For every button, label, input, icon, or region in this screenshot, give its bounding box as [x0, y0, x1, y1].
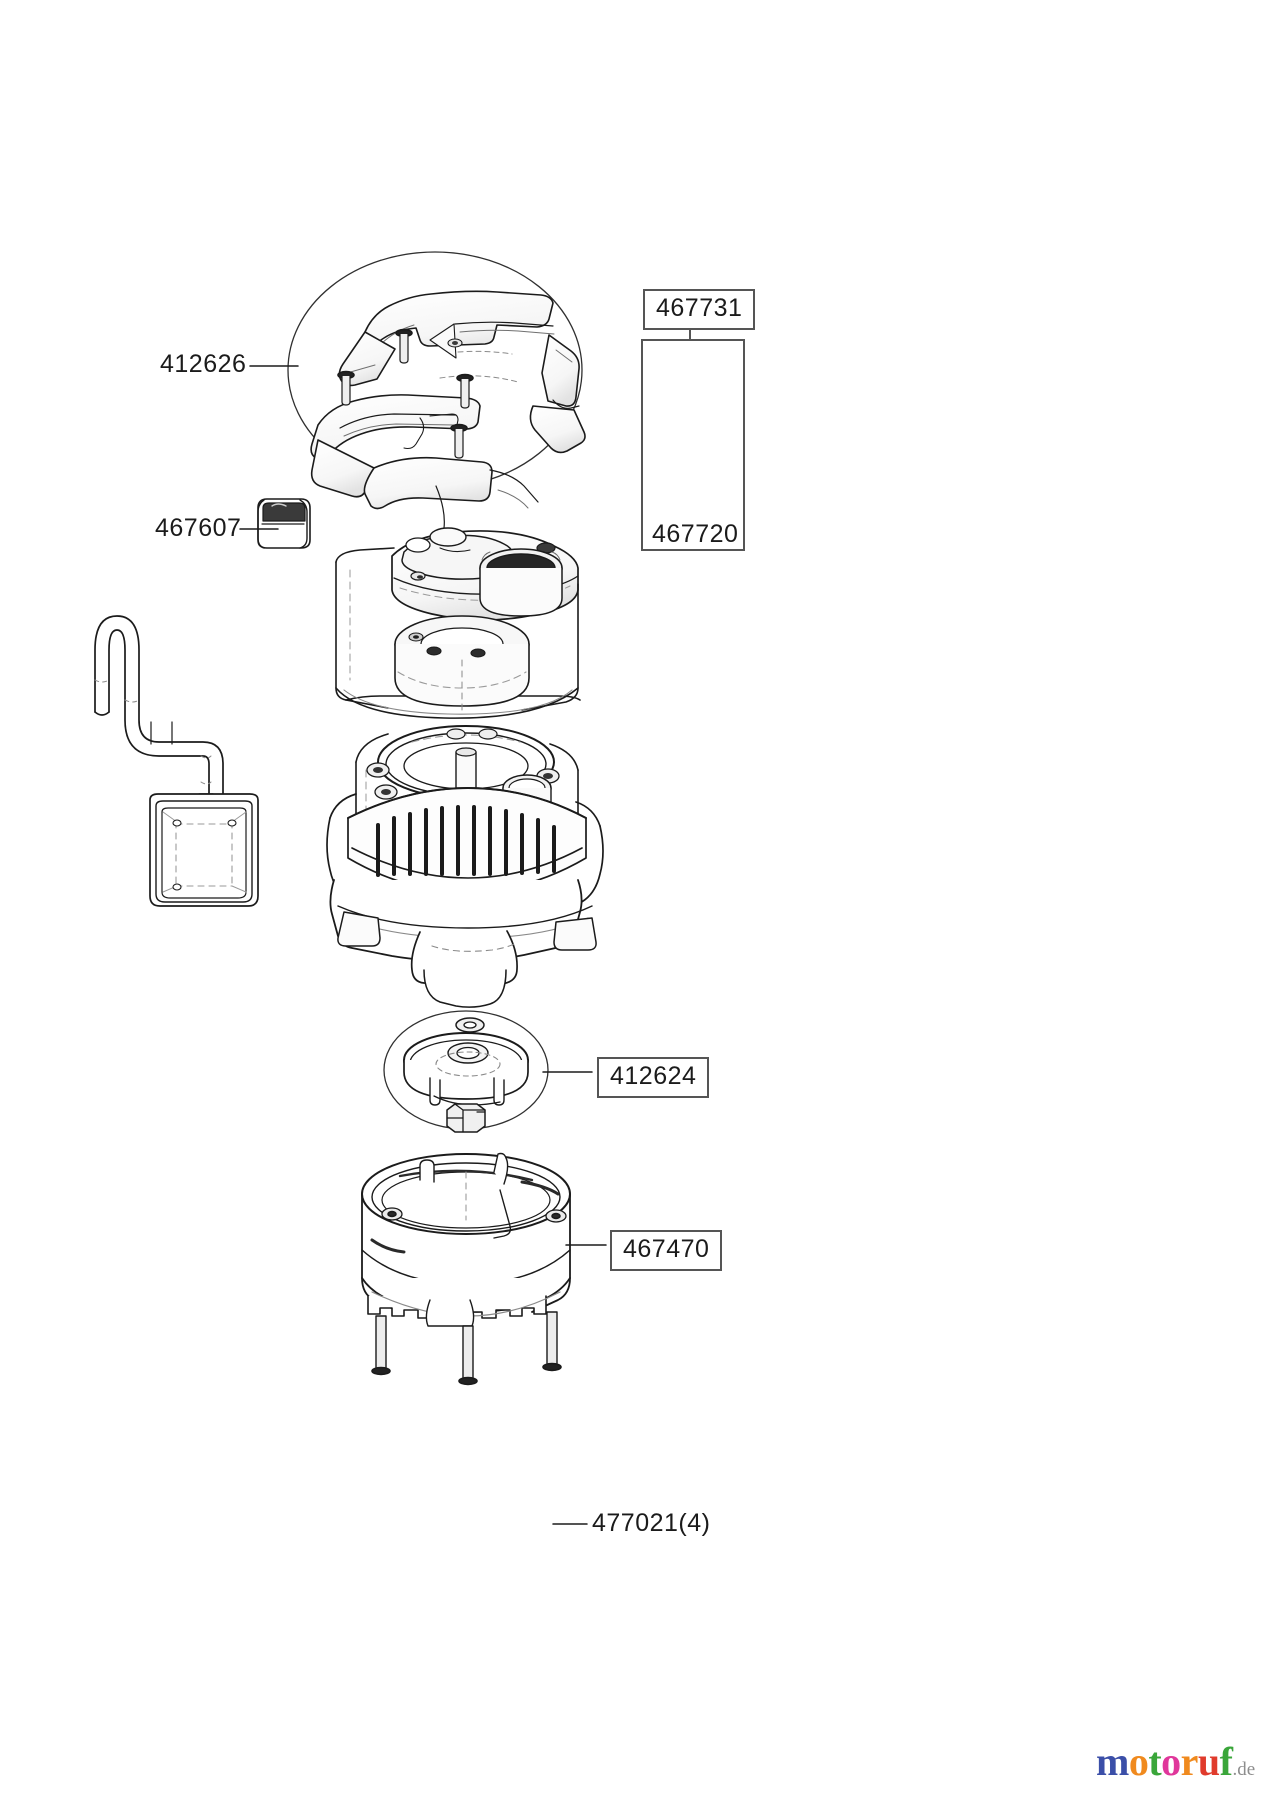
callout-467731[interactable]: 467731: [643, 289, 756, 330]
callout-467720[interactable]: 467720: [652, 520, 739, 548]
logo-tld: .de: [1232, 1759, 1256, 1780]
screw-glyph: [395, 328, 413, 364]
part-suction-base: [361, 1152, 571, 1327]
screw-glyph: [456, 373, 474, 409]
callout-467470[interactable]: 467470: [610, 1230, 723, 1271]
logo-letter-o1: o: [1128, 1739, 1149, 1784]
logo-letter-r: r: [1180, 1739, 1199, 1784]
screw-glyph: [450, 423, 468, 459]
callout-467607[interactable]: 467607: [155, 514, 242, 542]
part-handle-cover-group: [287, 251, 586, 529]
part-pump-mid-housing: [326, 725, 604, 1008]
callout-477021[interactable]: 477021(4): [592, 1509, 711, 1537]
logo-letter-u: u: [1197, 1739, 1220, 1784]
group-frame-hose-adapter-oring: [641, 339, 745, 551]
screw-glyph: [337, 370, 355, 406]
logo-letter-o2: o: [1161, 1739, 1181, 1784]
callout-412626[interactable]: 412626: [160, 350, 247, 378]
motoruf-logo[interactable]: motoruf.de: [1096, 1742, 1255, 1782]
part-base-screws: [371, 1311, 562, 1386]
part-float-switch: [94, 615, 259, 907]
part-cable-grommet: [257, 498, 311, 549]
logo-letter-f: f: [1219, 1739, 1233, 1784]
screw-glyph: [542, 1311, 562, 1372]
logo-letter-t: t: [1148, 1739, 1162, 1784]
screw-glyph: [458, 1325, 478, 1386]
callout-412624[interactable]: 412624: [597, 1057, 710, 1098]
part-impeller-plate: [383, 1010, 549, 1133]
part-motor-upper-housing: [335, 527, 581, 719]
logo-letter-m: m: [1096, 1739, 1129, 1784]
screw-glyph: [371, 1315, 391, 1376]
